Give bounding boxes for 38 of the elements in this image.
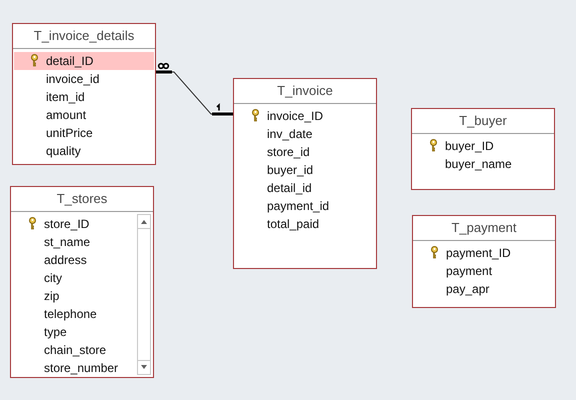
table-title: T_invoice_details [13,24,155,49]
field-name: total_paid [267,216,320,232]
field-name: payment_ID [446,245,511,261]
field-name: quality [46,143,81,159]
field-name: store_number [44,360,118,376]
relationship-line [155,62,234,116]
field-name: address [44,252,87,268]
table-title: T_buyer [412,109,554,134]
field-name: zip [44,288,60,304]
table-box [412,215,556,308]
table-title: T_stores [11,187,153,212]
table-box [12,23,156,165]
field-name: detail_ID [46,53,94,69]
field-name: inv_date [267,126,312,142]
field-name: store_id [267,144,310,160]
field-name: amount [46,107,86,123]
field-name: payment [446,263,492,279]
field-name: unitPrice [46,125,93,141]
field-name: type [44,324,67,340]
field-name: buyer_ID [445,138,494,154]
field-name: item_id [46,89,85,105]
field-name: buyer_id [267,162,314,178]
table-box [10,186,154,378]
field-name: detail_id [267,180,312,196]
table-box [233,78,377,269]
field-name: payment_id [267,198,330,214]
table-title: T_invoice [234,79,376,104]
field-name: telephone [44,306,97,322]
field-name: city [44,270,62,286]
field-name: invoice_ID [267,108,324,124]
field-name: chain_store [44,342,106,358]
field-name: invoice_id [46,71,100,87]
field-name: buyer_name [445,156,512,172]
field-name: st_name [44,234,90,250]
table-title: T_payment [413,216,555,241]
field-name: pay_apr [446,281,490,297]
field-name: store_ID [44,216,90,232]
table-box [411,108,555,190]
